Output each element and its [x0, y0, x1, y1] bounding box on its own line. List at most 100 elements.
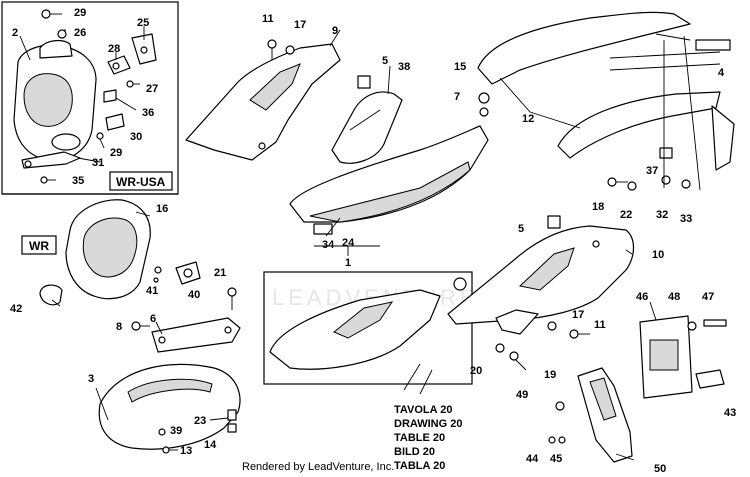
wr-usa-badge-box — [109, 171, 173, 191]
bracket-25 — [131, 33, 157, 65]
table-ref-tabla: TABLA 20 — [394, 460, 445, 472]
table-ref-bild: BILD 20 — [394, 446, 435, 458]
nut-26 — [57, 29, 67, 39]
callout-24: 24 — [342, 237, 355, 249]
table-ref-tavola: TAVOLA 20 — [394, 404, 452, 416]
callout-15: 15 — [454, 61, 466, 73]
screw-14 — [227, 423, 237, 433]
screw-11-top — [267, 39, 277, 60]
callout-5-top: 5 — [382, 55, 388, 67]
callout-12: 12 — [522, 113, 534, 125]
credit-text: Rendered by LeadVenture, Inc. — [242, 461, 394, 473]
seat-foam-34 — [313, 223, 333, 235]
screw-44 — [548, 436, 556, 444]
washer-22 — [627, 181, 637, 191]
seat-1 — [289, 125, 489, 223]
clip-36 — [103, 89, 117, 103]
fender-bracket-6 — [151, 317, 241, 353]
nut-15 — [478, 92, 490, 104]
bracket-30 — [105, 113, 125, 131]
callout-27: 27 — [146, 83, 158, 95]
callout-35: 35 — [72, 175, 84, 187]
panel-38 — [331, 91, 403, 164]
screw-27 — [126, 80, 140, 88]
callout-9: 9 — [332, 25, 338, 37]
clamp-42 — [39, 284, 63, 306]
callout-11-top: 11 — [262, 13, 274, 25]
callout-49: 49 — [516, 389, 528, 401]
callout-41: 41 — [146, 285, 158, 297]
screw-18 — [607, 177, 628, 187]
screw-41 — [153, 266, 162, 283]
mudguard-50 — [577, 367, 633, 463]
callout-2: 2 — [12, 27, 18, 39]
callout-39: 39 — [170, 425, 182, 437]
callout-25: 25 — [137, 17, 149, 29]
screw-21 — [227, 287, 237, 310]
callout-31: 31 — [92, 157, 104, 169]
grommet-17-top — [285, 45, 295, 55]
screw-8 — [131, 321, 150, 331]
washer-48 — [687, 321, 697, 331]
front-fender — [98, 363, 241, 450]
nut-20 — [495, 343, 505, 353]
right-side-panel-10 — [447, 225, 635, 335]
callout-17-top: 17 — [294, 19, 306, 31]
headlight-mask-wr — [65, 199, 151, 300]
callout-19: 19 — [544, 369, 556, 381]
side-panel-detail — [269, 277, 467, 370]
callout-labels: 29 26 25 2 28 27 36 30 29 31 35 11 17 9 … — [10, 7, 736, 475]
callout-14: 14 — [204, 439, 217, 451]
callout-30: 30 — [130, 131, 142, 143]
callout-33: 33 — [680, 213, 692, 225]
screw-29-top — [41, 9, 62, 19]
screw-49 — [555, 401, 565, 411]
callout-45: 45 — [550, 453, 562, 465]
callout-29-top: 29 — [74, 7, 86, 19]
callout-34: 34 — [322, 239, 335, 251]
clip-5-right — [547, 215, 561, 229]
table-ref-table: TABLE 20 — [394, 432, 445, 444]
callout-16: 16 — [156, 203, 168, 215]
screw-19 — [509, 351, 527, 371]
number-plate-46 — [639, 315, 693, 399]
washer-33 — [681, 179, 691, 189]
callout-17-right: 17 — [572, 309, 584, 321]
part-40 — [175, 261, 201, 285]
callout-50: 50 — [654, 463, 666, 475]
rear-fender-12 — [477, 11, 735, 171]
callout-32: 32 — [656, 209, 668, 221]
screw-47 — [703, 319, 727, 327]
screw-29-bottom — [96, 132, 105, 149]
wr-badge: WR — [29, 239, 49, 253]
wr-badge-box — [21, 235, 57, 255]
callout-6: 6 — [150, 313, 156, 325]
grommet-17-right — [547, 321, 557, 331]
callout-1: 1 — [345, 257, 351, 269]
headlight-mask-wr-usa — [13, 39, 97, 161]
callout-5-right: 5 — [518, 223, 524, 235]
leader-lines — [19, 26, 701, 461]
callout-21: 21 — [214, 267, 226, 279]
callout-44: 44 — [526, 453, 539, 465]
washer-39 — [158, 428, 166, 436]
callout-28: 28 — [108, 43, 120, 55]
callout-40: 40 — [188, 289, 200, 301]
bracket-31 — [21, 151, 81, 169]
callout-42: 42 — [10, 303, 22, 315]
callout-18: 18 — [592, 201, 604, 213]
callout-47: 47 — [702, 291, 714, 303]
callout-48: 48 — [668, 291, 680, 303]
callout-26: 26 — [74, 27, 86, 39]
bracket-28 — [107, 55, 131, 75]
screw-32 — [661, 175, 671, 185]
callout-29-bottom: 29 — [110, 147, 122, 159]
washer-7 — [479, 107, 489, 117]
callout-7: 7 — [454, 91, 460, 103]
bracket-43 — [695, 369, 725, 389]
washer-45 — [558, 436, 566, 444]
callout-37: 37 — [646, 165, 658, 177]
table-ref-drawing: DRAWING 20 — [394, 418, 462, 430]
